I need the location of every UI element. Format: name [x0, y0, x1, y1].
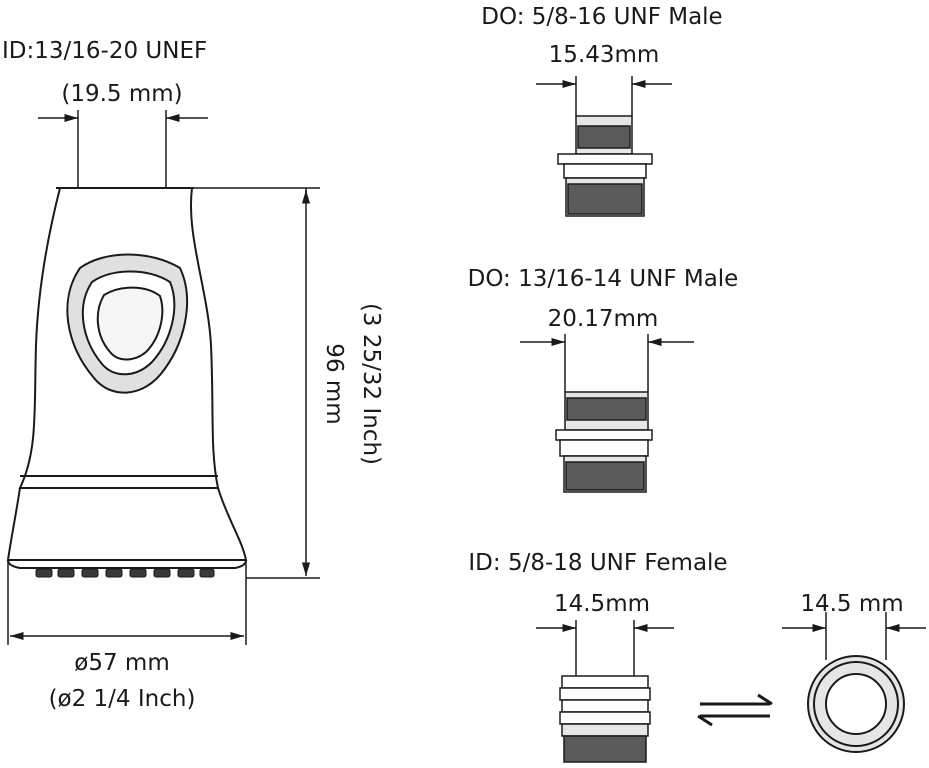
- diameter-mm-label: ø57 mm: [74, 650, 170, 676]
- height-in-label: (3 25/32 Inch): [358, 302, 384, 466]
- ring-size-label: 14.5 mm: [800, 591, 904, 617]
- adapter-2-size: 20.17mm: [547, 306, 659, 332]
- adapter-3-spec: ID: 5/8-18 UNF Female: [468, 550, 728, 576]
- adapter-3-size: 14.5mm: [553, 591, 651, 617]
- ring-drawing: [782, 612, 926, 753]
- height-mm-label: 96 mm: [321, 343, 347, 425]
- adapter-1-drawing: [536, 76, 672, 217]
- adapter-3-drawing: [536, 620, 674, 763]
- adapter-1-spec: DO: 5/8-16 UNF Male: [481, 4, 723, 30]
- swap-arrows-icon: [697, 693, 773, 727]
- diameter-in-label: (ø2 1/4 Inch): [48, 686, 196, 712]
- adapter-1-size: 15.43mm: [548, 42, 660, 68]
- spray-nozzles: [35, 568, 215, 578]
- inlet-size-label: (19.5 mm): [61, 81, 183, 107]
- height-dimension: [194, 187, 320, 579]
- adapter-2-drawing: [520, 334, 694, 493]
- sprayer-head: [6, 187, 248, 569]
- inlet-spec-label: ID:13/16-20 UNEF: [2, 38, 208, 64]
- inlet-dimension: [38, 110, 208, 188]
- adapter-2-spec: DO: 13/16-14 UNF Male: [467, 266, 739, 292]
- diameter-dimension: [7, 560, 247, 645]
